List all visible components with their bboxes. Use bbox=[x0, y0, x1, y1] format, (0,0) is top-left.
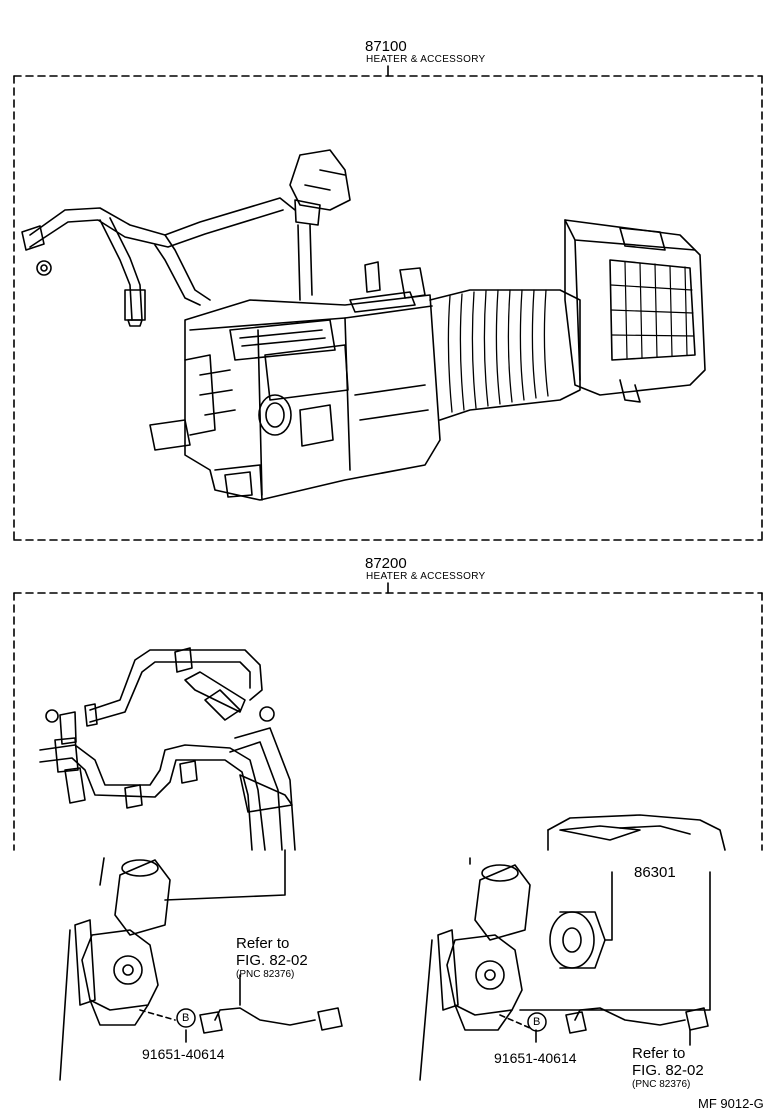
right-reference-line1: Refer to bbox=[632, 1045, 686, 1062]
right-clip-badge-label: B bbox=[533, 1016, 541, 1028]
section-87200-frame bbox=[13, 592, 763, 851]
section-87200-label: HEATER & ACCESSORY bbox=[366, 571, 486, 582]
right-motor-actuator-drawing bbox=[419, 814, 726, 1081]
right-reference-note: Refer to FIG. 82-02 (PNC 82376) bbox=[632, 1045, 704, 1090]
left-reference-note: Refer to FIG. 82-02 (PNC 82376) bbox=[236, 935, 308, 980]
left-reference-line2: FIG. 82-02 bbox=[236, 952, 308, 969]
figure-id: MF 9012-G bbox=[698, 1096, 764, 1111]
right-reference-line2: FIG. 82-02 bbox=[632, 1062, 704, 1079]
left-clip-badge bbox=[176, 1008, 196, 1028]
heater-assembly-drawing bbox=[21, 149, 706, 501]
part-86301-callout: 86301 bbox=[634, 864, 676, 881]
hose-assembly-drawing bbox=[39, 647, 296, 851]
right-reference-line3: (PNC 82376) bbox=[632, 1079, 691, 1090]
section-87200-part-number: 87200 bbox=[365, 555, 407, 572]
right-clip-badge bbox=[527, 1012, 547, 1032]
left-reference-line3: (PNC 82376) bbox=[236, 969, 295, 980]
section-87100-part-number: 87100 bbox=[365, 38, 407, 55]
left-clip-badge-label: B bbox=[182, 1012, 190, 1024]
right-clip-part-number: 91651-40614 bbox=[494, 1050, 577, 1066]
section-87100-label: HEATER & ACCESSORY bbox=[366, 54, 486, 65]
left-reference-line1: Refer to bbox=[236, 935, 290, 952]
left-clip-part-number: 91651-40614 bbox=[142, 1046, 225, 1062]
left-motor-actuator-drawing bbox=[59, 849, 343, 1081]
